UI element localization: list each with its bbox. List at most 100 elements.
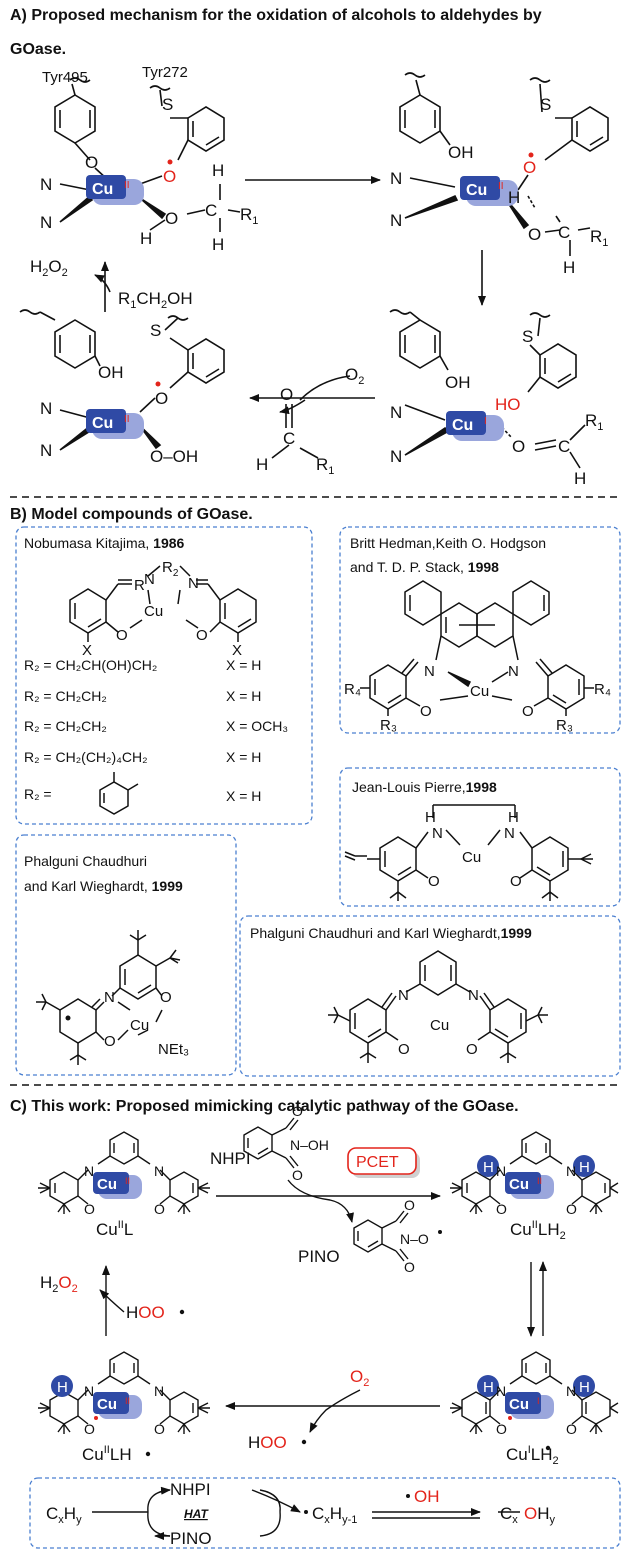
svg-text:O: O	[160, 989, 172, 1006]
svg-text:N: N	[398, 987, 409, 1004]
section-c-names: CuIIL CuIILH2 CuILH2 CuIILH NHPI PINO H2…	[40, 1149, 566, 1467]
svg-text:S: S	[522, 327, 533, 346]
svg-text:N: N	[504, 825, 515, 842]
svg-text:H: H	[140, 229, 152, 248]
cu-center-c4: Cu II	[93, 1392, 142, 1419]
complex-a2	[399, 72, 609, 256]
svg-text:O: O	[512, 437, 525, 456]
svg-text:O: O	[84, 1201, 95, 1217]
svg-text:N: N	[468, 987, 479, 1004]
svg-text:O: O	[404, 1259, 415, 1275]
box1-row-4-r: R₂ = CH₂(CH₂)₄CH₂	[24, 749, 148, 765]
box4-author-line1: Phalguni Chaudhuri	[24, 853, 147, 869]
box2	[339, 526, 621, 734]
svg-text:O: O	[154, 1201, 165, 1217]
svg-text:OH: OH	[98, 363, 124, 382]
svg-text:OH: OH	[448, 143, 474, 162]
svg-text:X: X	[232, 642, 242, 659]
box1-row-5-x: X = H	[226, 788, 262, 804]
o2-curve	[299, 375, 351, 401]
svg-text:O: O	[522, 703, 534, 720]
hat-box	[29, 1477, 621, 1549]
svg-text:R₃: R₃	[380, 717, 397, 734]
box2-structure	[360, 580, 594, 716]
svg-text:N: N	[40, 441, 52, 460]
svg-text:R2: R2	[162, 559, 179, 579]
svg-text:R1: R1	[240, 205, 258, 227]
complex-cu1lh2-radical	[450, 1351, 619, 1434]
svg-text:H: H	[508, 809, 519, 826]
svg-text:N–OH: N–OH	[290, 1137, 329, 1153]
box1-author: Nobumasa Kitajima, 1986	[24, 535, 185, 551]
section-a-title-line2: GOase.	[10, 41, 67, 58]
svg-text:O: O	[398, 1041, 410, 1058]
section-a-atoms: Tyr495 Tyr272 O S O N N O H C H R1 H OH …	[30, 64, 608, 488]
svg-text:N: N	[84, 1383, 94, 1399]
svg-text:Cu: Cu	[92, 415, 113, 432]
box5	[239, 915, 621, 1077]
svg-text:I: I	[537, 1396, 540, 1406]
svg-text:N: N	[104, 989, 115, 1006]
box1-row-3-x: X = OCH₃	[226, 718, 289, 734]
svg-text:Cu: Cu	[509, 1176, 529, 1193]
section-b-title: B) Model compounds of GOase.	[10, 506, 253, 523]
box1-row-1-x: X = H	[226, 657, 262, 673]
svg-text:N: N	[432, 825, 443, 842]
svg-text:N: N	[390, 211, 402, 230]
svg-text:O: O	[292, 1167, 303, 1183]
section-c-title: C) This work: Proposed mimicking catalyt…	[10, 1098, 519, 1115]
nhpi-structure	[243, 1117, 299, 1169]
complex-cu2l	[38, 1131, 210, 1214]
svg-text:O: O	[466, 1041, 478, 1058]
svg-text:N: N	[424, 663, 435, 680]
box4-author-line2: and Karl Wieghardt, 1999	[24, 878, 183, 894]
svg-text:II: II	[498, 181, 504, 192]
svg-text:N: N	[84, 1163, 94, 1179]
cu-center-c3: Cu I	[505, 1392, 554, 1419]
svg-text:S: S	[150, 321, 161, 340]
box2-author-line1: Britt Hedman,Keith O. Hodgson	[350, 535, 547, 551]
box3-structure	[344, 804, 593, 901]
svg-text:O: O	[104, 1033, 116, 1050]
label-hoo-bottom: HOO	[248, 1433, 287, 1452]
svg-text:OH: OH	[414, 1487, 440, 1506]
label-o2: O2	[350, 1367, 369, 1389]
svg-text:O: O	[404, 1197, 415, 1213]
svg-text:O: O	[85, 153, 98, 172]
svg-text:O: O	[510, 873, 522, 890]
complex-a4	[389, 309, 586, 469]
svg-text:O: O	[523, 158, 536, 177]
svg-text:Cu: Cu	[144, 603, 163, 620]
section-c: Cu II Cu II Cu I Cu II H H H H H	[29, 1103, 621, 1549]
svg-text:N: N	[154, 1163, 164, 1179]
svg-text:H2O2: H2O2	[30, 257, 68, 279]
section-a	[19, 72, 609, 469]
svg-text:O: O	[155, 389, 168, 408]
svg-text:O: O	[116, 627, 128, 644]
svg-text:N: N	[496, 1163, 506, 1179]
svg-text:N: N	[144, 571, 155, 588]
svg-text:Cu: Cu	[470, 683, 489, 700]
label-nhpi: NHPI	[210, 1149, 251, 1168]
box5-structure	[328, 950, 548, 1063]
label-cu2l: CuIIL	[96, 1219, 133, 1239]
svg-text:H: H	[483, 1379, 494, 1396]
svg-text:C: C	[558, 223, 570, 242]
label-hoo-top: HOO	[126, 1303, 165, 1322]
svg-text:N: N	[566, 1163, 576, 1179]
section-b-boxes	[15, 526, 621, 1077]
svg-text:O: O	[280, 385, 293, 404]
svg-text:O2: O2	[345, 365, 364, 387]
svg-text:O: O	[84, 1421, 95, 1437]
label-cu2lh2: CuIILH2	[510, 1219, 566, 1242]
svg-text:O–OH: O–OH	[150, 447, 198, 466]
box1-row-4-x: X = H	[226, 749, 262, 765]
svg-text:O: O	[528, 225, 541, 244]
label-cu1lh2: CuILH2	[506, 1444, 559, 1467]
svg-text:Cu: Cu	[97, 1176, 117, 1193]
box1-row-3-r: R₂ = CH₂CH₂	[24, 718, 107, 734]
svg-text:N: N	[390, 169, 402, 188]
cu-center-c2: Cu II	[505, 1172, 554, 1199]
svg-text:PCET: PCET	[356, 1154, 399, 1171]
